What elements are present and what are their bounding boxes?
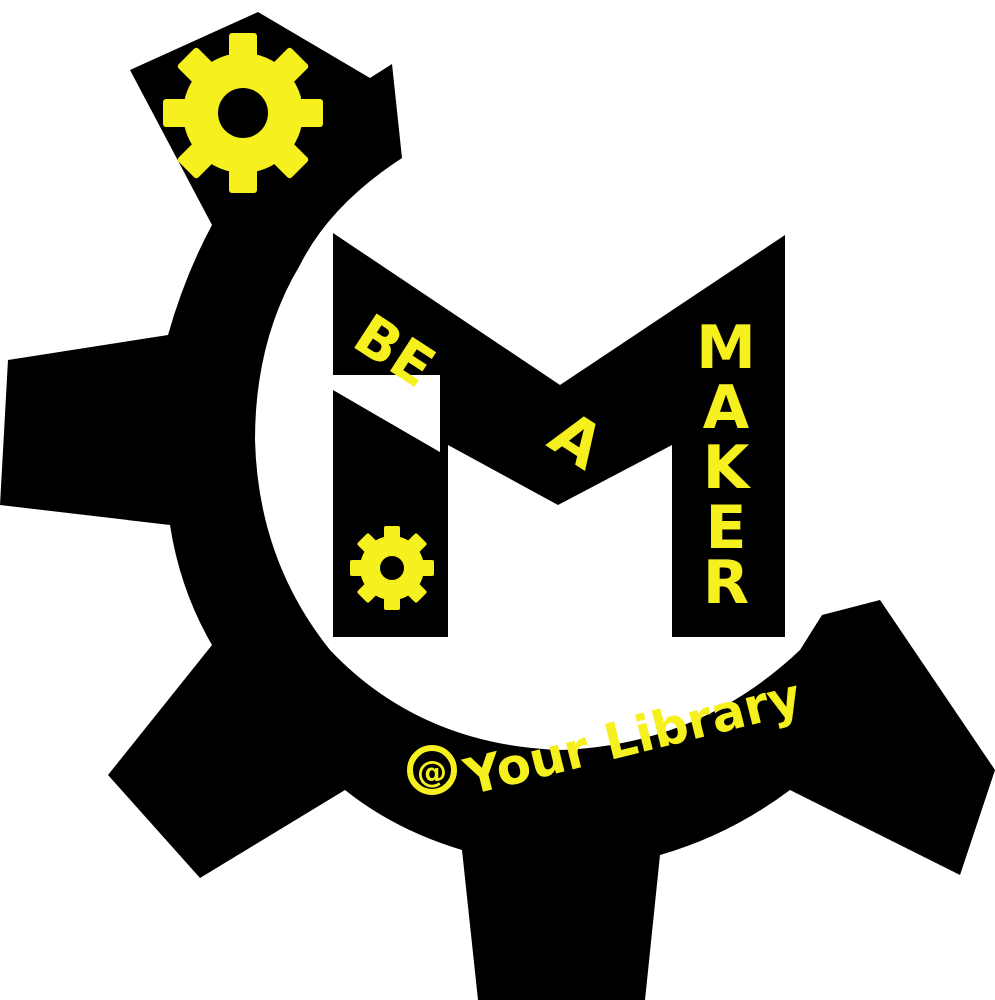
maker-word: M A K E R [696, 313, 756, 618]
maker-letter-e: E [706, 493, 747, 563]
small-gear-inner-icon [350, 526, 434, 610]
big-gear-icon [0, 12, 995, 1000]
maker-letter-a: A [703, 373, 750, 443]
maker-letter-r: R [703, 548, 749, 618]
svg-text:@: @ [417, 755, 447, 790]
maker-letter-m: M [696, 313, 756, 383]
small-gear-icon [163, 33, 323, 193]
maker-letter-k: K [703, 433, 752, 503]
at-sign-icon: @ [407, 745, 457, 795]
